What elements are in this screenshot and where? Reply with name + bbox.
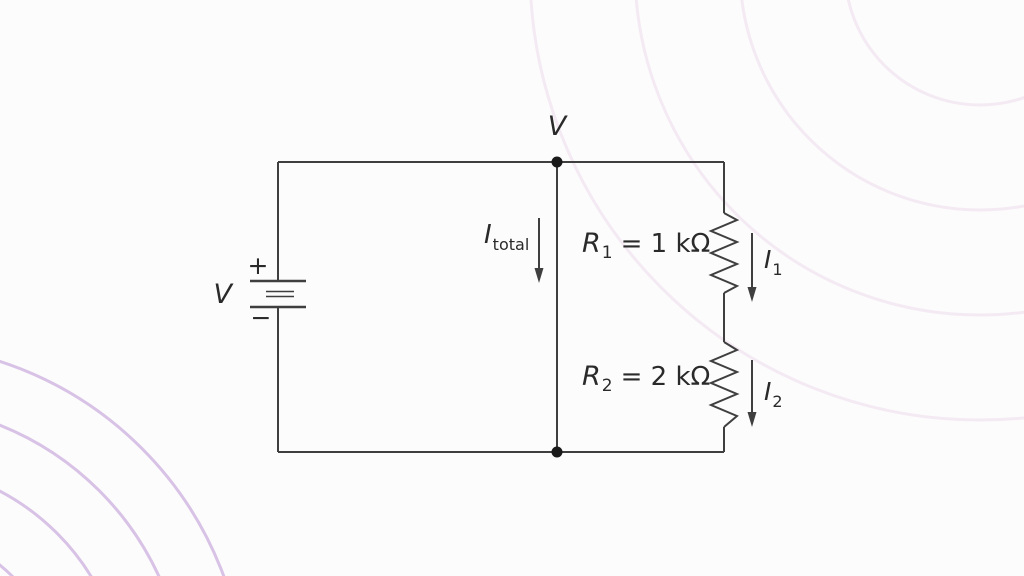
i2-symbol: I [764,377,771,406]
top-node-voltage-label: V [548,111,569,142]
circuit-labels: V V + − Itotal R1= 1 kΩ I1 R2= 2 kΩ I2 [214,111,783,411]
battery-icon [250,279,306,309]
decor-arcs-top-right [529,0,1024,422]
battery-plus-sign: + [248,251,269,280]
current-i2-label: I2 [764,377,783,411]
i1-subscript: 1 [772,260,782,279]
arrow-head [747,287,757,302]
circuit-graphics [250,156,757,458]
r2-value: = 2 kΩ [621,362,711,392]
current-i1-label: I1 [764,245,783,279]
current-arrow-i2-icon [747,360,757,427]
node-dot-top [551,156,563,168]
decorative-arc [634,0,1024,317]
total-current-label: Itotal [484,220,529,254]
arrow-head [534,268,544,283]
i2-subscript: 2 [772,392,782,411]
r1-symbol: R [582,228,601,259]
resistor-r1-icon [708,212,740,294]
decorative-arc [846,0,1024,107]
decorative-arc [740,0,1024,212]
r2-symbol: R [582,361,601,392]
resistor-r1-label: R1 = 1 kΩ [582,228,710,263]
r1-subscript: 1 [602,243,613,263]
arrow-head [747,412,757,427]
resistor-r2-icon [708,341,740,428]
resistor-r2-label: R2 = 2 kΩ [582,361,710,396]
r2-subscript: 2 [602,376,613,396]
total-current-subscript: total [493,235,530,254]
current-arrow-itotal-icon [534,218,544,283]
total-current-symbol: I [484,220,492,250]
circuit-wires [277,161,725,453]
circuit-nodes [551,156,563,458]
battery-voltage-label: V [214,279,235,310]
decorative-arc [529,0,1024,422]
battery-minus-sign: − [251,303,272,332]
r1-value: = 1 kΩ [621,229,711,259]
current-arrow-i1-icon [747,233,757,302]
node-dot-bottom [551,446,563,458]
i1-symbol: I [764,245,771,274]
